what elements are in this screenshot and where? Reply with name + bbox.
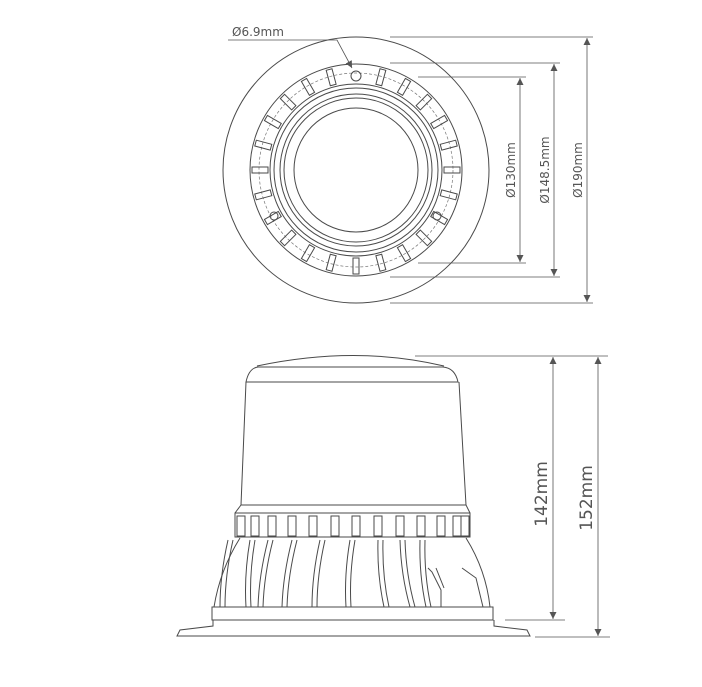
- ring-tabs: [236, 515, 470, 537]
- fin: [419, 539, 432, 608]
- mount-hole: [269, 211, 279, 221]
- rib: [254, 139, 273, 151]
- fin: [245, 539, 256, 608]
- locking-ring: [234, 512, 471, 538]
- ring-tab: [250, 515, 260, 537]
- ring-tab: [395, 515, 405, 537]
- fin: [219, 539, 234, 608]
- rib: [375, 68, 387, 87]
- lens-cap: [245, 366, 459, 383]
- rib: [300, 244, 316, 263]
- ring-diameter-label: Ø148.5mm: [538, 136, 552, 203]
- rib: [415, 93, 433, 111]
- ring-tab: [287, 515, 297, 537]
- ring-tab: [351, 515, 361, 537]
- rib: [325, 68, 337, 87]
- outer-flange-circle: [222, 36, 490, 304]
- fin: [281, 539, 298, 608]
- outer-diameter-label: Ø190mm: [571, 142, 585, 198]
- lens-circle: [293, 107, 419, 233]
- ring-tab: [330, 515, 340, 537]
- rib: [430, 114, 449, 130]
- rib: [279, 93, 297, 111]
- ring-outer-circle: [249, 63, 463, 277]
- rib: [415, 229, 433, 247]
- fin: [399, 539, 416, 608]
- ring-tab: [416, 515, 426, 537]
- rib: [254, 189, 273, 201]
- rib: [375, 253, 387, 272]
- top-view: Ø6.9mm Ø130mm Ø148.5mm Ø190mm: [222, 25, 593, 304]
- ring-tab: [436, 515, 446, 537]
- ring-tab: [452, 515, 462, 537]
- housing-sides: [213, 537, 491, 608]
- rib: [279, 229, 297, 247]
- ring-tab: [267, 515, 277, 537]
- ring-tab: [308, 515, 318, 537]
- rib: [263, 210, 282, 226]
- rib: [396, 77, 412, 96]
- fin: [377, 539, 390, 608]
- mounting-flange: [176, 620, 531, 637]
- rib: [439, 189, 458, 201]
- mount-hole: [350, 70, 362, 82]
- fin: [311, 539, 326, 608]
- lens-body: [240, 381, 467, 506]
- ring-tab: [460, 515, 470, 537]
- inner-diameter-label: Ø130mm: [504, 142, 518, 198]
- rib: [352, 257, 360, 275]
- rib: [251, 166, 269, 174]
- rib: [439, 139, 458, 151]
- hole-diameter-label: Ø6.9mm: [232, 25, 284, 39]
- bolt-circle: [258, 72, 454, 268]
- fin: [257, 539, 274, 608]
- mount-hole: [432, 211, 442, 221]
- total-height-label: 152mm: [577, 465, 597, 531]
- rib: [325, 253, 337, 272]
- rib: [443, 166, 461, 174]
- base-plate: [211, 606, 494, 621]
- rib: [263, 114, 282, 130]
- ring-tab: [373, 515, 383, 537]
- rib: [396, 244, 412, 263]
- ring-tab: [236, 515, 246, 537]
- housing-fins: [219, 539, 432, 608]
- rib: [300, 77, 316, 96]
- ring-ribs: [251, 68, 461, 275]
- ring-inner-circle: [269, 83, 443, 257]
- hole-leader: [228, 39, 353, 69]
- dome-top: [256, 355, 445, 367]
- fin: [345, 539, 356, 608]
- body-height-label: 142mm: [532, 461, 552, 527]
- side-view: 142mm 152mm: [176, 355, 610, 638]
